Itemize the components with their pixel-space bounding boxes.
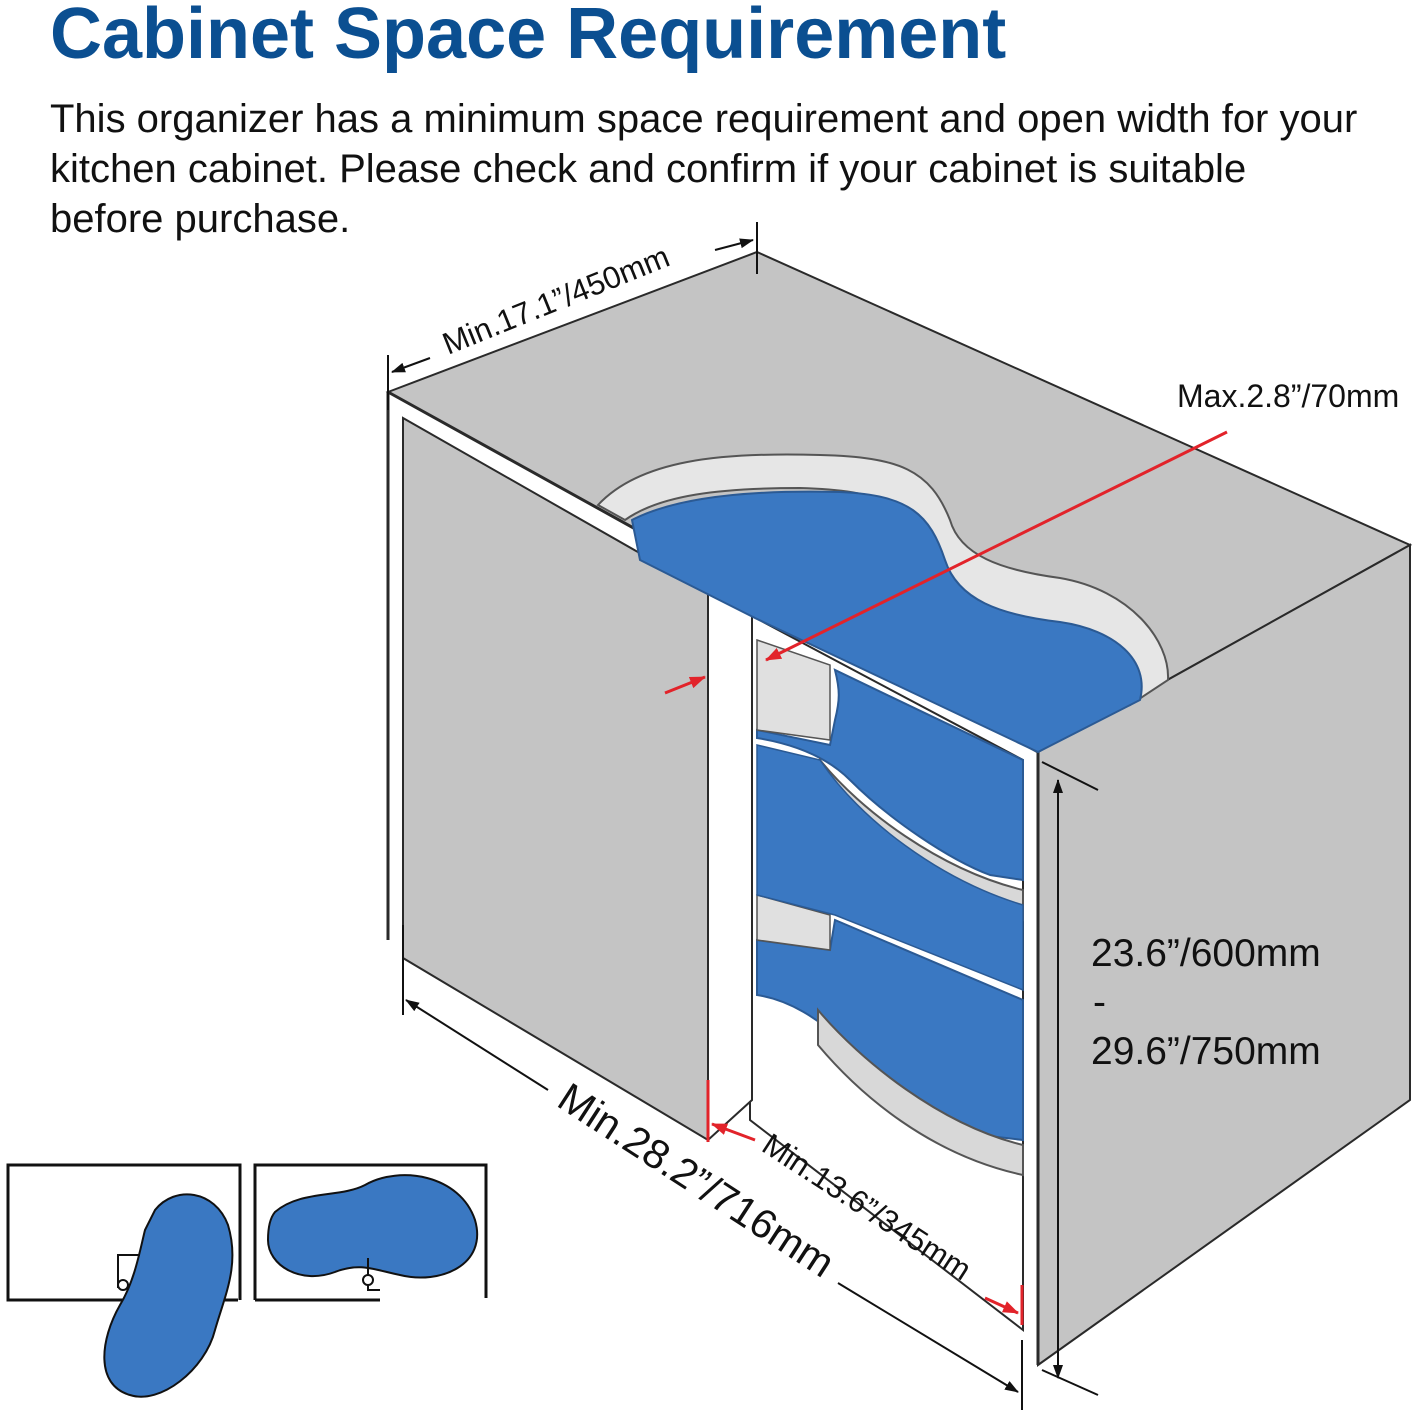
page-title: Cabinet Space Requirement bbox=[50, 0, 1007, 74]
frame-arrow-long bbox=[765, 430, 1228, 662]
right-icon-shelf-shape bbox=[266, 1174, 479, 1279]
left-icon-shelf-shape bbox=[103, 1193, 234, 1398]
left-icon-cabinet-outline bbox=[6, 1163, 242, 1302]
depth-arrow-left bbox=[391, 357, 431, 373]
height-dimension: 23.6”/600mm - 29.6”/750mm bbox=[1041, 761, 1321, 1396]
depth-arrow-right bbox=[714, 238, 754, 251]
mid-cavity bbox=[756, 744, 1024, 992]
height-tick-bottom bbox=[1041, 1369, 1099, 1396]
upper-shelf bbox=[756, 668, 1024, 882]
height-tick-top bbox=[1041, 761, 1099, 791]
description-line-1: This organizer has a minimum space requi… bbox=[50, 97, 1358, 141]
right-icon-cabinet-outline bbox=[253, 1163, 488, 1302]
height-label-min: 23.6”/600mm bbox=[1091, 932, 1321, 975]
width-arrow-left bbox=[405, 999, 549, 1091]
description-line-2: kitchen cabinet. Please check and confir… bbox=[50, 147, 1247, 191]
top-shelf-surface bbox=[630, 490, 1143, 754]
right-corner-layout-icon bbox=[253, 1163, 488, 1302]
inner-shelves bbox=[756, 638, 1024, 1177]
lower-shelf-back bbox=[756, 894, 831, 951]
description: This organizer has a minimum space requi… bbox=[50, 94, 1410, 244]
opening-arrow-right bbox=[984, 1296, 1019, 1315]
lower-shelf-rim bbox=[817, 1007, 1024, 1177]
right-icon-hinge bbox=[367, 1258, 380, 1291]
right-icon-pivot bbox=[362, 1274, 374, 1286]
opening-arrow-left bbox=[711, 1122, 756, 1142]
door-edge-post bbox=[707, 590, 753, 1143]
width-arrow-right bbox=[837, 1282, 1019, 1393]
left-icon-hinge bbox=[117, 1254, 140, 1288]
frame-label: Max.2.8”/70mm bbox=[1177, 378, 1399, 414]
height-label-max: 29.6”/750mm bbox=[1091, 1030, 1321, 1073]
top-shelf-view bbox=[596, 453, 1170, 754]
left-icon-pivot bbox=[117, 1279, 129, 1291]
frame-arrow-short bbox=[664, 675, 706, 695]
frame-dimension: Max.2.8”/70mm bbox=[664, 378, 1399, 695]
height-label-sep: - bbox=[1093, 981, 1106, 1024]
upper-shelf-back bbox=[756, 638, 831, 741]
left-corner-layout-icon bbox=[6, 1163, 242, 1398]
description-line-3: before purchase. bbox=[50, 197, 351, 241]
